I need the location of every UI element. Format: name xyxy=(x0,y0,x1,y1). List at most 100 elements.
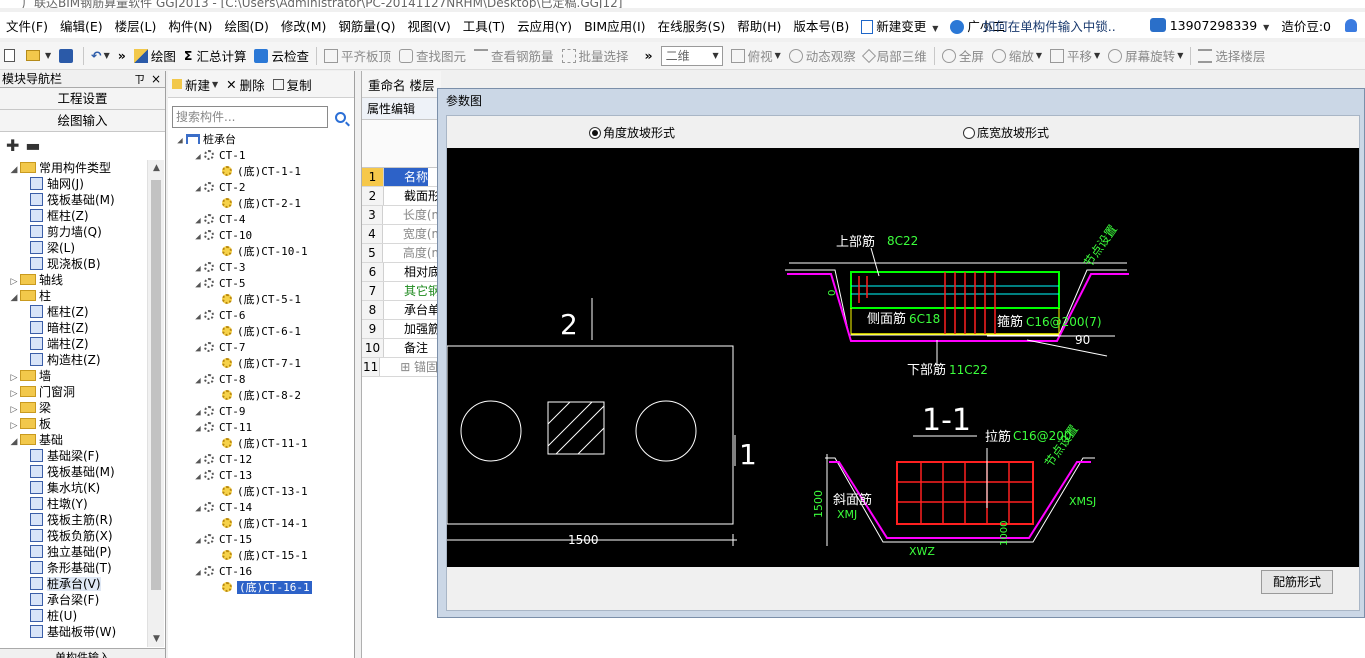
top-view-button[interactable]: 俯视▼ xyxy=(727,44,785,68)
scroll-thumb[interactable] xyxy=(151,180,161,590)
delete-component-button[interactable]: ✕删除 xyxy=(226,76,265,93)
menu-cloud[interactable]: 云应用(Y) xyxy=(517,18,573,34)
menu-tools[interactable]: 工具(T) xyxy=(462,18,506,34)
tree-folder[interactable]: ◢柱 xyxy=(0,288,147,304)
collapse-icon[interactable]: ◢ xyxy=(177,136,183,146)
component-item[interactable]: ◢CT-12 xyxy=(174,452,354,468)
expand-icon[interactable]: ▷ xyxy=(10,405,18,415)
overflow-chevron[interactable]: » xyxy=(644,48,653,63)
flat-slab-button[interactable]: 平齐板顶 xyxy=(320,44,395,68)
tree-folder[interactable]: ▷梁 xyxy=(0,400,147,416)
expand-icon[interactable]: ▷ xyxy=(10,421,18,431)
dynamic-view-button[interactable]: 动态观察 xyxy=(785,44,860,68)
cloud-check-button[interactable]: 云检查 xyxy=(250,44,313,68)
close-icon[interactable]: × xyxy=(150,72,161,86)
overflow-chevron[interactable]: » xyxy=(117,48,126,63)
open-file-button[interactable]: ▼ xyxy=(22,44,55,68)
local-3d-button[interactable]: 局部三维 xyxy=(860,44,931,68)
tree-item[interactable]: 框柱(Z) xyxy=(0,208,147,224)
width-slope-radio[interactable]: 底宽放坡形式 xyxy=(963,124,1049,141)
new-change-button[interactable]: 新建变更 ▼ xyxy=(855,16,944,35)
tree-item[interactable]: 基础板带(W) xyxy=(0,624,147,640)
bell-icon[interactable] xyxy=(1345,18,1357,32)
view-rebar-button[interactable]: 查看钢筋量 xyxy=(470,44,558,68)
undo-button[interactable]: ↶▼ xyxy=(87,44,114,68)
component-subitem[interactable]: (底)CT-6-1 xyxy=(174,324,354,340)
component-item[interactable]: ◢CT-1 xyxy=(174,148,354,164)
collapse-icon[interactable]: ◢ xyxy=(195,568,201,578)
collapse-all-icon[interactable]: ▬ xyxy=(25,135,41,155)
component-subitem[interactable]: (底)CT-11-1 xyxy=(174,436,354,452)
scroll-down-icon[interactable]: ▼ xyxy=(153,634,160,644)
collapse-icon[interactable]: ◢ xyxy=(10,165,18,175)
component-item[interactable]: ◢CT-5 xyxy=(174,276,354,292)
component-subitem[interactable]: (底)CT-14-1 xyxy=(174,516,354,532)
expand-icon[interactable]: ▷ xyxy=(10,277,18,287)
tree-item[interactable]: 剪力墙(Q) xyxy=(0,224,147,240)
tree-item[interactable]: 构造柱(Z) xyxy=(0,352,147,368)
tree-item[interactable]: 框柱(Z) xyxy=(0,304,147,320)
component-subitem[interactable]: (底)CT-16-1 xyxy=(174,580,354,596)
tree-item[interactable]: 独立基础(P) xyxy=(0,544,147,560)
menu-modify[interactable]: 修改(M) xyxy=(280,18,327,34)
component-item[interactable]: ◢CT-8 xyxy=(174,372,354,388)
save-button[interactable] xyxy=(55,44,80,68)
component-item[interactable]: ◢CT-13 xyxy=(174,468,354,484)
zoom-button[interactable]: 缩放▼ xyxy=(988,44,1046,68)
tree-item[interactable]: 暗柱(Z) xyxy=(0,320,147,336)
tree-item[interactable]: 柱墩(Y) xyxy=(0,496,147,512)
component-subitem[interactable]: (底)CT-5-1 xyxy=(174,292,354,308)
menu-file[interactable]: 文件(F) xyxy=(6,18,48,34)
collapse-icon[interactable]: ◢ xyxy=(195,280,201,290)
collapse-icon[interactable]: ◢ xyxy=(195,216,201,226)
tree-folder[interactable]: ▷门窗洞 xyxy=(0,384,147,400)
expand-all-icon[interactable]: ✚ xyxy=(6,135,20,155)
guangxiaoer-button[interactable]: 广小二 xyxy=(944,16,1011,35)
pin-icon[interactable]: ㄗ xyxy=(134,73,145,86)
collapse-icon[interactable]: ◢ xyxy=(195,376,201,386)
collapse-icon[interactable]: ◢ xyxy=(195,264,201,274)
rotate-button[interactable]: 屏幕旋转▼ xyxy=(1104,44,1187,68)
angle-slope-radio[interactable]: 角度放坡形式 xyxy=(589,124,675,141)
component-item[interactable]: ◢CT-2 xyxy=(174,180,354,196)
rebar-form-button[interactable]: 配筋形式 xyxy=(1261,570,1333,594)
component-item[interactable]: ◢CT-7 xyxy=(174,340,354,356)
menu-component[interactable]: 构件(N) xyxy=(168,18,213,34)
rename-button[interactable]: 重命名 xyxy=(368,77,406,93)
menu-version[interactable]: 版本号(B) xyxy=(793,18,850,34)
draw-button[interactable]: 绘图 xyxy=(130,44,180,68)
menu-bim[interactable]: BIM应用(I) xyxy=(584,18,646,34)
expand-icon[interactable]: ▷ xyxy=(10,373,18,383)
property-edit-tab[interactable]: 属性编辑 xyxy=(362,98,441,120)
new-file-button[interactable] xyxy=(0,44,22,68)
menu-floor[interactable]: 楼层(L) xyxy=(114,18,157,34)
tree-item[interactable]: 筏板基础(M) xyxy=(0,464,147,480)
component-root[interactable]: ◢桩承台 xyxy=(174,132,354,148)
component-subitem[interactable]: (底)CT-1-1 xyxy=(174,164,354,180)
drawing-area[interactable] xyxy=(441,618,1365,658)
collapse-icon[interactable]: ◢ xyxy=(195,344,201,354)
tree-item[interactable]: 筏板基础(M) xyxy=(0,192,147,208)
component-item[interactable]: ◢CT-14 xyxy=(174,500,354,516)
drawing-input-button[interactable]: 绘图输入 xyxy=(0,110,165,132)
component-item[interactable]: ◢CT-15 xyxy=(174,532,354,548)
promo-link[interactable]: 如何在单构件输入中锁.. xyxy=(982,18,1116,34)
menu-help[interactable]: 帮助(H) xyxy=(737,18,782,34)
find-element-button[interactable]: 查找图元 xyxy=(395,44,470,68)
view-mode-select[interactable]: 二维▼ xyxy=(660,45,723,66)
tree-folder[interactable]: ▷轴线 xyxy=(0,272,147,288)
menu-draw[interactable]: 绘图(D) xyxy=(224,18,269,34)
component-item[interactable]: ◢CT-4 xyxy=(174,212,354,228)
component-item[interactable]: ◢CT-16 xyxy=(174,564,354,580)
property-row[interactable]: 11⊞ 锚固搭 xyxy=(362,358,441,377)
collapse-icon[interactable]: ◢ xyxy=(10,437,18,447)
